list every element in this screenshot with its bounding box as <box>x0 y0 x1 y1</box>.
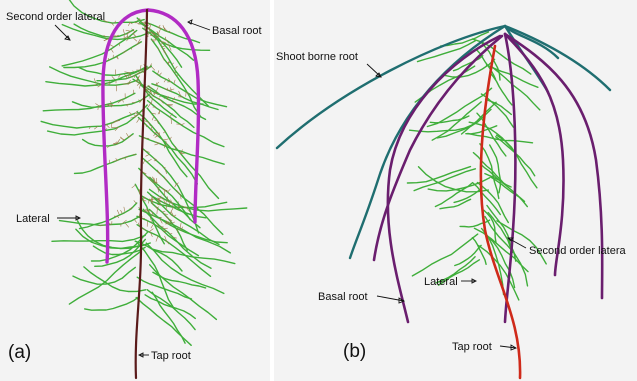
label-shoot-borne-root-b: Shoot borne root <box>276 51 358 63</box>
panel-a-background <box>0 0 270 381</box>
panel-letter-b: (b) <box>343 341 366 362</box>
label-basal-root-b: Basal root <box>318 291 368 303</box>
label-basal-root-a: Basal root <box>212 25 262 37</box>
label-tap-root-a: Tap root <box>151 350 191 362</box>
label-second-order-lateral-b: Second order latera <box>529 245 626 257</box>
panel-letter-a: (a) <box>8 342 31 363</box>
label-lateral-b: Lateral <box>424 276 458 288</box>
label-second-order-lateral-a: Second order lateral <box>6 11 105 23</box>
label-lateral-a: Lateral <box>16 213 50 225</box>
label-tap-root-b: Tap root <box>452 341 492 353</box>
